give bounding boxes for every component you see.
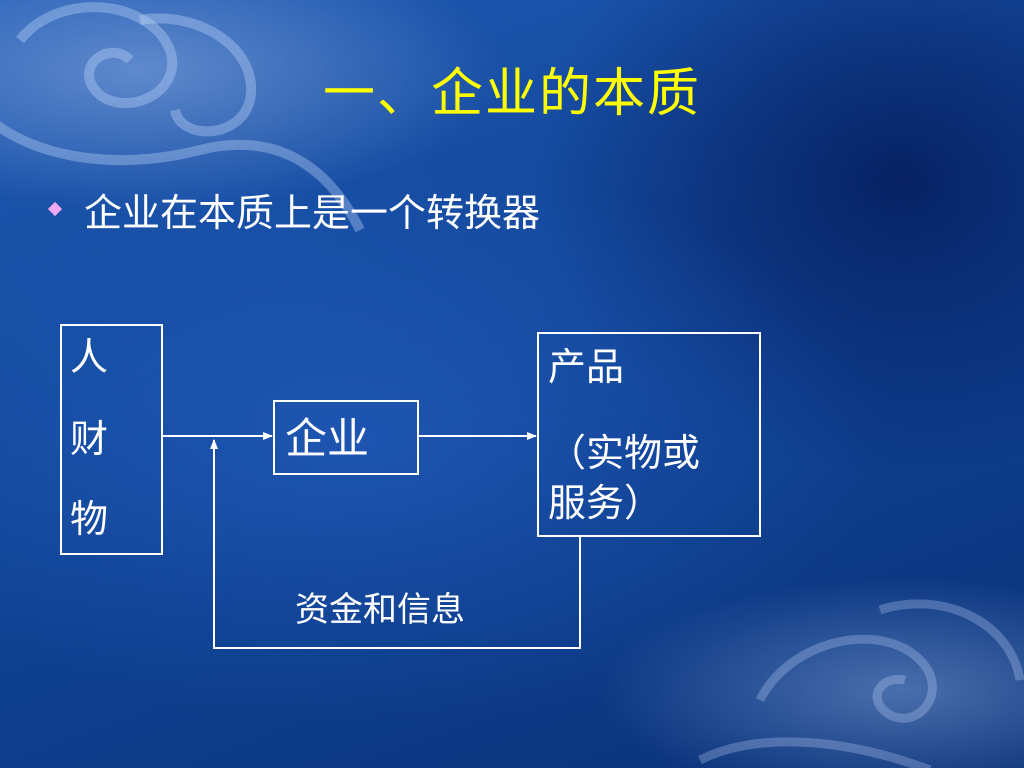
bullet-text: 企业在本质上是一个转换器 [84, 191, 541, 235]
output-label-1: 产品 [548, 345, 624, 389]
output-label-3: 服务） [548, 481, 662, 525]
output-box [537, 332, 761, 537]
input-label-3: 物 [70, 497, 108, 541]
output-label-2: （实物或 [548, 431, 700, 475]
input-label-1: 人 [70, 335, 108, 379]
input-box [60, 324, 163, 555]
feedback-label: 资金和信息 [295, 590, 465, 630]
input-label-2: 财 [70, 417, 108, 461]
feedback-loop-line [210, 439, 581, 649]
center-box-label: 企业 [285, 414, 369, 463]
center-box [273, 400, 419, 475]
slide-title: 一、企业的本质 [322, 64, 701, 124]
